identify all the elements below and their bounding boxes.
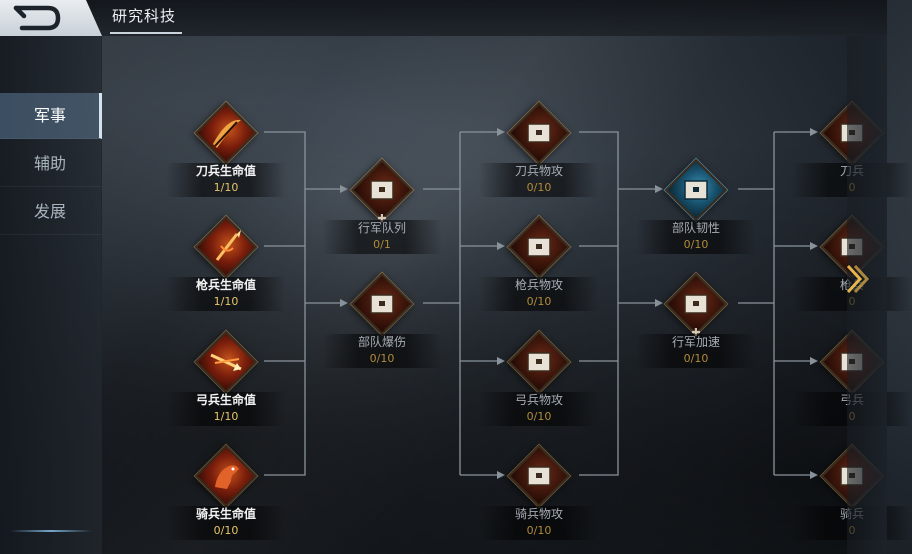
node-label: 枪兵物攻 0/10: [479, 277, 599, 311]
plus-icon: ✚: [377, 212, 387, 225]
node-label: 刀兵生命值 1/10: [166, 163, 286, 197]
node-label: 行军加速 0/10: [636, 334, 756, 368]
node-label: 骑兵生命值 0/10: [166, 506, 286, 540]
back-button[interactable]: [0, 0, 102, 36]
node-label: 刀兵物攻 0/10: [479, 163, 599, 197]
node-label: 弓兵生命值 1/10: [166, 392, 286, 426]
sidebar-item-military[interactable]: 军事: [0, 93, 102, 139]
tech-node-cavalry-hp[interactable]: 骑兵生命值 0/10: [166, 442, 286, 554]
node-label: 枪兵生命值 1/10: [166, 277, 286, 311]
horse-icon: [194, 444, 258, 508]
tech-node-blade-atk[interactable]: 刀兵物攻 0/10: [479, 99, 599, 211]
locked-chest-icon: [507, 444, 571, 508]
spear-icon: [194, 215, 258, 279]
node-label: 部队爆伤 0/10: [322, 334, 442, 368]
tech-node-toughness[interactable]: 部队韧性 0/10: [636, 156, 756, 268]
scroll-right-button[interactable]: [842, 262, 872, 296]
node-label: 部队韧性 0/10: [636, 220, 756, 254]
locked-chest-icon: [664, 158, 728, 222]
tech-node-blade-hp[interactable]: 刀兵生命值 1/10: [166, 99, 286, 211]
locked-chest-icon: [507, 330, 571, 394]
locked-chest-icon: [664, 272, 728, 336]
tech-node-spear-hp[interactable]: 枪兵生命值 1/10: [166, 213, 286, 325]
sidebar-glow: [10, 530, 92, 532]
page-title: 研究科技: [112, 7, 177, 25]
node-label: 行军队列 0/1: [322, 220, 442, 254]
locked-chest-icon: [507, 215, 571, 279]
tree-connectors: [264, 128, 818, 479]
tech-node-archer-atk[interactable]: 弓兵物攻 0/10: [479, 328, 599, 440]
arrow-icon: [194, 330, 258, 394]
blade-icon: [194, 101, 258, 165]
locked-chest-icon: [507, 101, 571, 165]
sidebar: 军事 辅助 发展: [0, 36, 102, 554]
back-arrow-icon: [13, 5, 61, 31]
plus-icon: ✚: [691, 326, 701, 339]
title-underline: [110, 32, 182, 34]
tech-node-march-queue[interactable]: ✚ 行军队列 0/1: [322, 156, 442, 268]
sidebar-item-development[interactable]: 发展: [0, 189, 102, 235]
node-label: 弓兵物攻 0/10: [479, 392, 599, 426]
tech-node-crit-damage[interactable]: 部队爆伤 0/10: [322, 270, 442, 382]
tech-node-march-speed[interactable]: ✚ 行军加速 0/10: [636, 270, 756, 382]
tech-node-spear-atk[interactable]: 枪兵物攻 0/10: [479, 213, 599, 325]
top-bar: 研究科技: [0, 0, 887, 36]
tech-node-cavalry-atk[interactable]: 骑兵物攻 0/10: [479, 442, 599, 554]
locked-chest-icon: [350, 158, 414, 222]
node-label: 骑兵物攻 0/10: [479, 506, 599, 540]
tech-tree: 刀兵生命值 1/10 枪兵生命值 1/10 弓兵生命值 1/10 骑兵生命值: [102, 36, 912, 554]
right-edge-panel: [847, 36, 887, 554]
chevron-right-icon: [846, 264, 870, 294]
tech-node-archer-hp[interactable]: 弓兵生命值 1/10: [166, 328, 286, 440]
locked-chest-icon: [350, 272, 414, 336]
sidebar-item-support[interactable]: 辅助: [0, 141, 102, 187]
